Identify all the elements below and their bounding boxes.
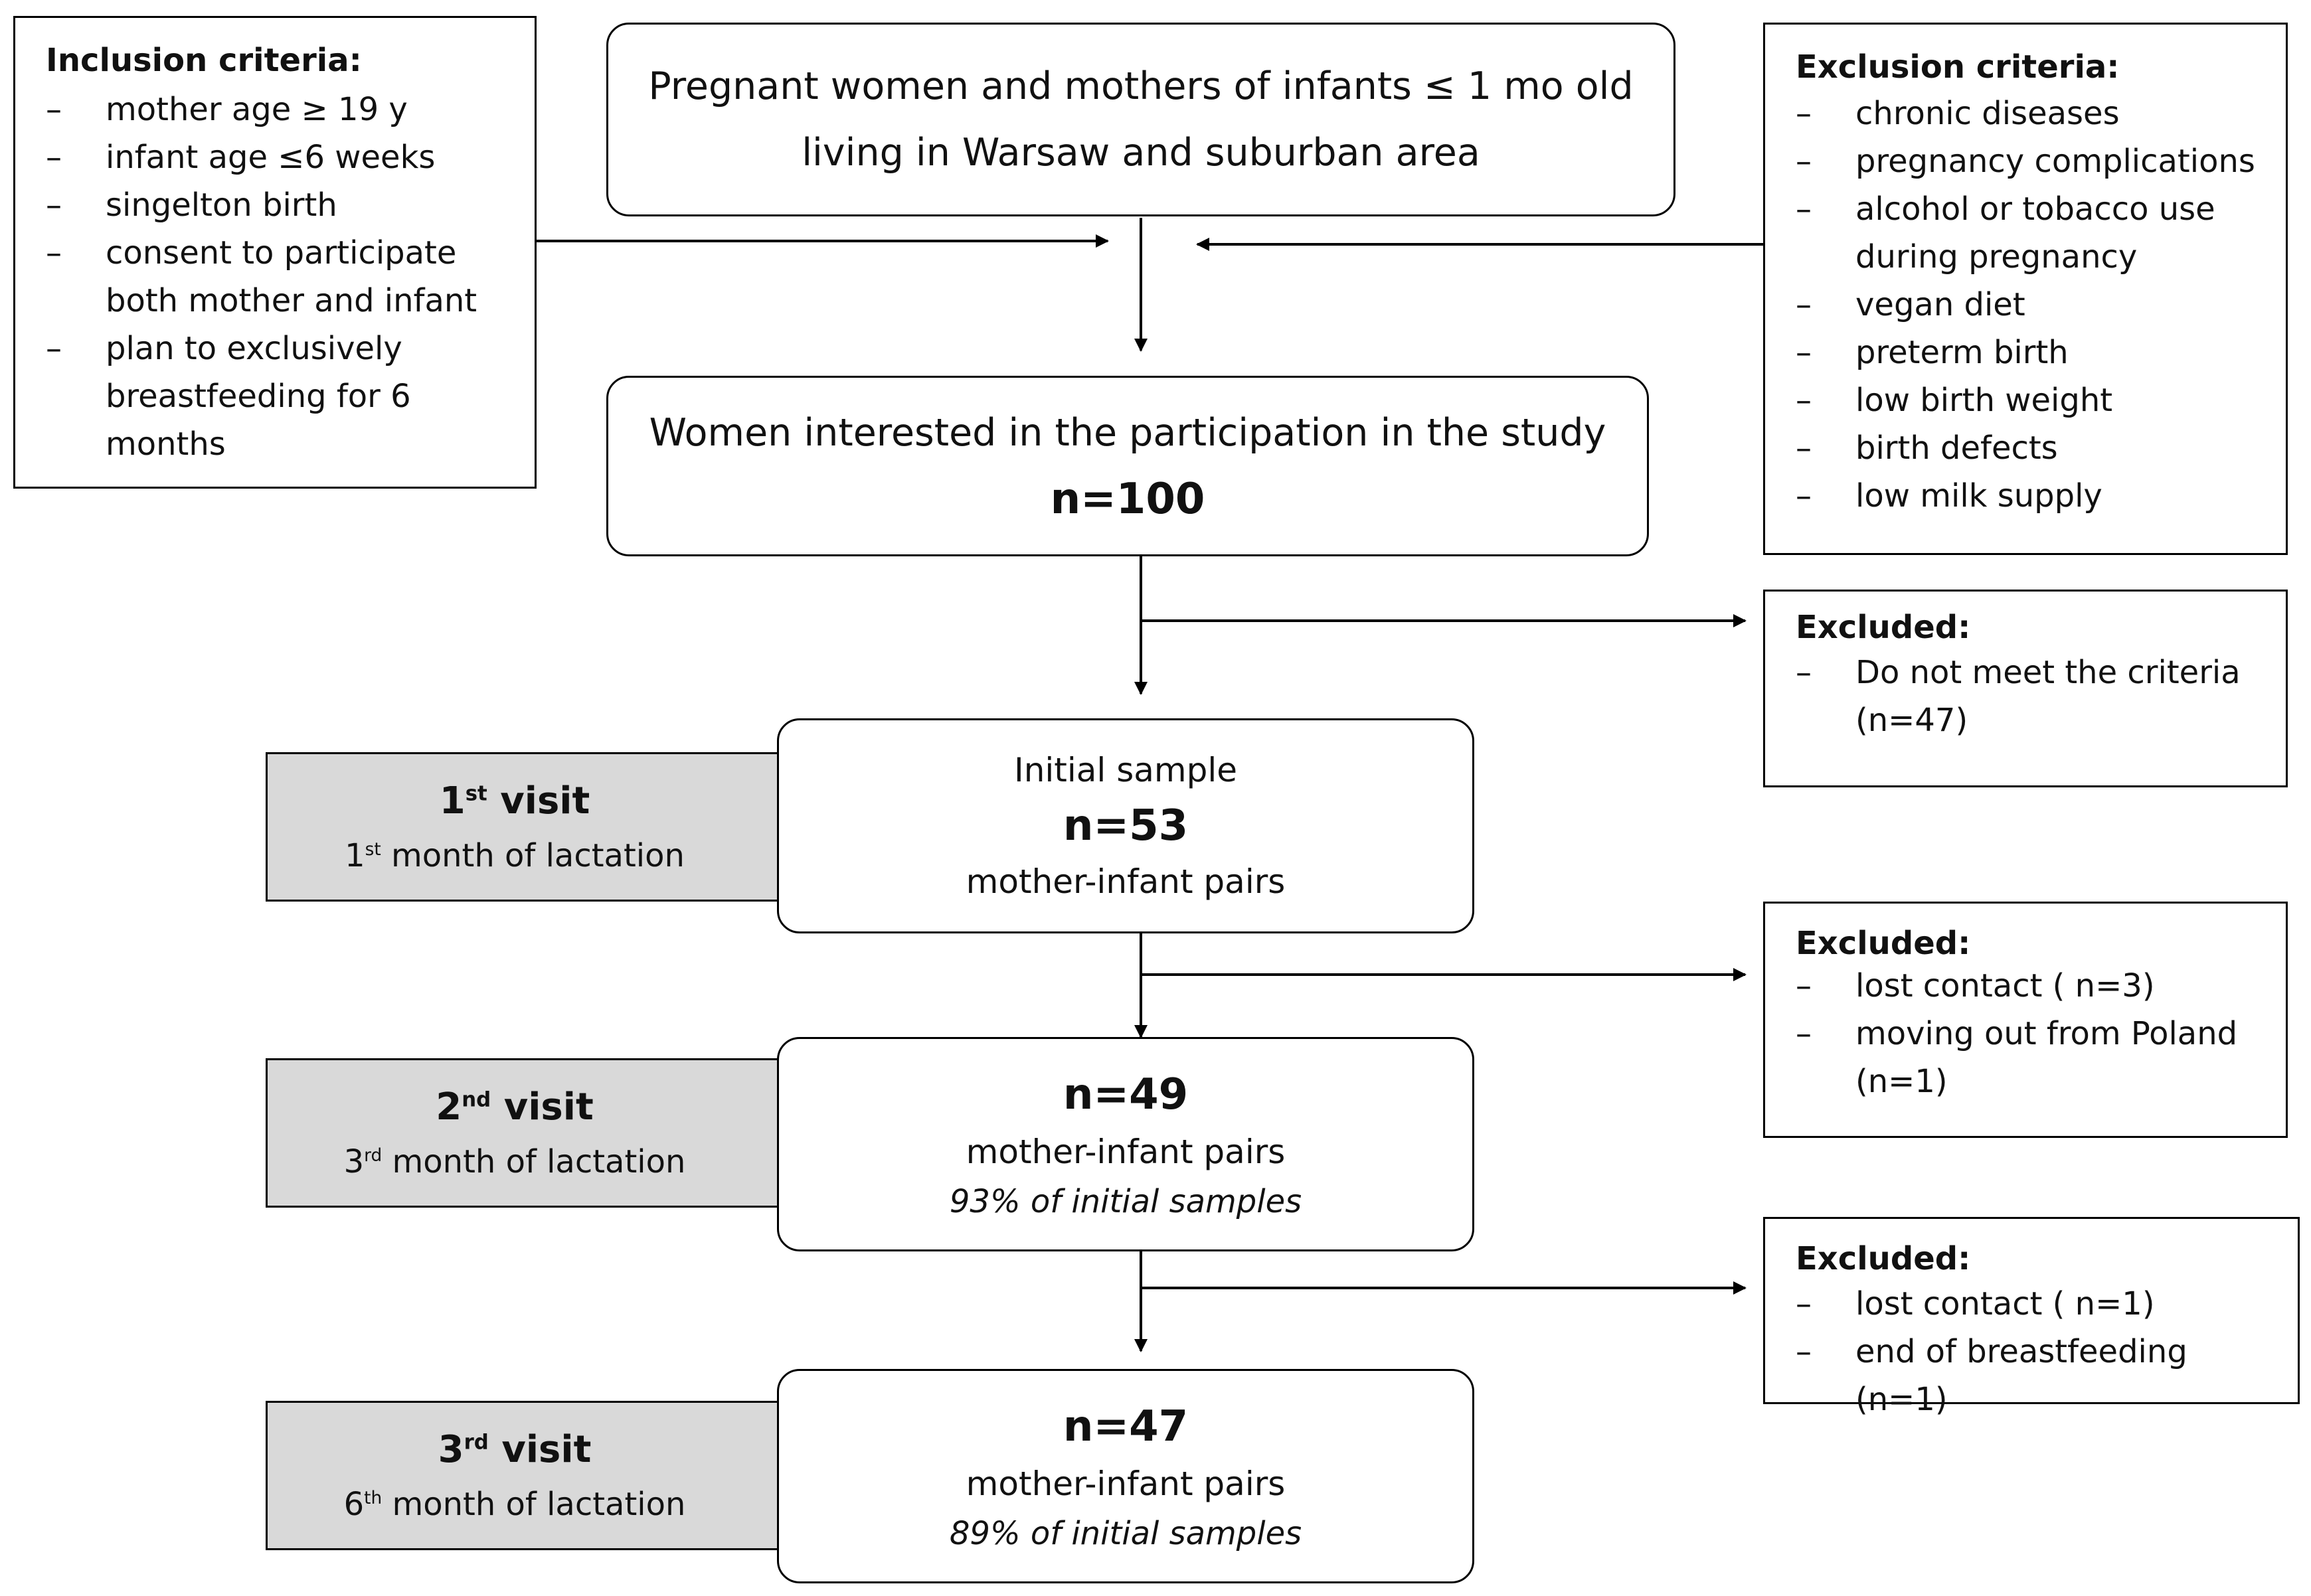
sample-1-count: n=53 xyxy=(1063,801,1189,850)
excluded-3-title: Excluded: xyxy=(1796,1240,1971,1277)
excluded-3-item: lost contact ( n=1) xyxy=(1796,1280,2284,1328)
inclusion-title: Inclusion criteria: xyxy=(46,42,362,79)
sample-2-percent: 93% of initial samples xyxy=(949,1182,1302,1220)
sample-1-pairs: mother-infant pairs xyxy=(966,862,1286,901)
visit-2-title: 2nd visit xyxy=(436,1085,594,1129)
population-line-1: Pregnant women and mothers of infants ≤ … xyxy=(648,64,1634,108)
inclusion-item: mother age ≥ 19 y xyxy=(46,86,515,133)
exclusion-criteria-box: Exclusion criteria: chronic diseases pre… xyxy=(1763,23,2288,555)
visit-1-box: 1st visit 1st month of lactation xyxy=(266,752,784,902)
excluded-2-item: lost contact ( n=3) xyxy=(1796,962,2272,1010)
interested-count: n=100 xyxy=(1050,475,1205,524)
excluded-box-2: Excluded: lost contact ( n=3) moving out… xyxy=(1763,902,2288,1138)
inclusion-criteria-box: Inclusion criteria: mother age ≥ 19 y in… xyxy=(13,16,537,489)
excluded-3-item: end of breastfeeding (n=1) xyxy=(1796,1328,2284,1423)
exclusion-item: alcohol or tobacco use during pregnancy xyxy=(1796,185,2272,281)
exclusion-item: pregnancy complications xyxy=(1796,137,2272,185)
sample-3-box: n=47 mother-infant pairs 89% of initial … xyxy=(777,1369,1474,1583)
visit-2-subtitle: 3rd month of lactation xyxy=(343,1143,686,1180)
visit-1-title: 1st visit xyxy=(439,779,590,823)
sample-3-count: n=47 xyxy=(1063,1401,1189,1451)
excluded-1-title: Excluded: xyxy=(1796,609,1971,646)
exclusion-item: chronic diseases xyxy=(1796,90,2272,137)
inclusion-item: infant age ≤6 weeks xyxy=(46,133,515,181)
exclusion-item: low birth weight xyxy=(1796,376,2272,424)
sample-3-percent: 89% of initial samples xyxy=(949,1514,1302,1552)
visit-1-subtitle: 1st month of lactation xyxy=(345,837,685,874)
sample-2-box: n=49 mother-infant pairs 93% of initial … xyxy=(777,1037,1474,1251)
sample-3-pairs: mother-infant pairs xyxy=(966,1464,1286,1503)
excluded-2-item: moving out from Poland (n=1) xyxy=(1796,1010,2272,1105)
exclusion-item: preterm birth xyxy=(1796,329,2272,376)
exclusion-item: birth defects xyxy=(1796,424,2272,472)
interested-label: Women interested in the participation in… xyxy=(649,411,1606,455)
visit-3-subtitle: 6th month of lactation xyxy=(343,1486,686,1523)
population-box: Pregnant women and mothers of infants ≤ … xyxy=(606,23,1675,216)
excluded-box-3: Excluded: lost contact ( n=1) end of bre… xyxy=(1763,1217,2300,1418)
excluded-2-list: lost contact ( n=3) moving out from Pola… xyxy=(1796,962,2272,1105)
inclusion-list: mother age ≥ 19 y infant age ≤6 weeks si… xyxy=(46,86,515,468)
sample-2-pairs: mother-infant pairs xyxy=(966,1132,1286,1171)
sample-1-label: Initial sample xyxy=(1013,751,1238,789)
sample-2-count: n=49 xyxy=(1063,1070,1189,1119)
exclusion-title: Exclusion criteria: xyxy=(1796,48,2120,86)
visit-3-box: 3rd visit 6th month of lactation xyxy=(266,1401,784,1550)
inclusion-item: plan to exclusively breastfeeding for 6 … xyxy=(46,325,515,468)
exclusion-item: low milk supply xyxy=(1796,472,2272,520)
inclusion-item: singelton birth xyxy=(46,181,515,229)
interested-box: Women interested in the participation in… xyxy=(606,376,1649,556)
sample-1-box: Initial sample n=53 mother-infant pairs xyxy=(777,718,1474,933)
excluded-3-list: lost contact ( n=1) end of breastfeeding… xyxy=(1796,1280,2284,1423)
exclusion-list: chronic diseases pregnancy complications… xyxy=(1796,90,2272,520)
excluded-1-item: Do not meet the criteria (n=47) xyxy=(1796,649,2272,744)
excluded-box-1: Excluded: Do not meet the criteria (n=47… xyxy=(1763,590,2288,787)
exclusion-item: vegan diet xyxy=(1796,281,2272,329)
visit-2-box: 2nd visit 3rd month of lactation xyxy=(266,1058,784,1208)
visit-3-title: 3rd visit xyxy=(438,1428,592,1471)
population-line-2: living in Warsaw and suburban area xyxy=(802,131,1480,175)
excluded-1-list: Do not meet the criteria (n=47) xyxy=(1796,649,2272,744)
excluded-2-title: Excluded: xyxy=(1796,925,1971,962)
inclusion-item: consent to participate both mother and i… xyxy=(46,229,515,325)
